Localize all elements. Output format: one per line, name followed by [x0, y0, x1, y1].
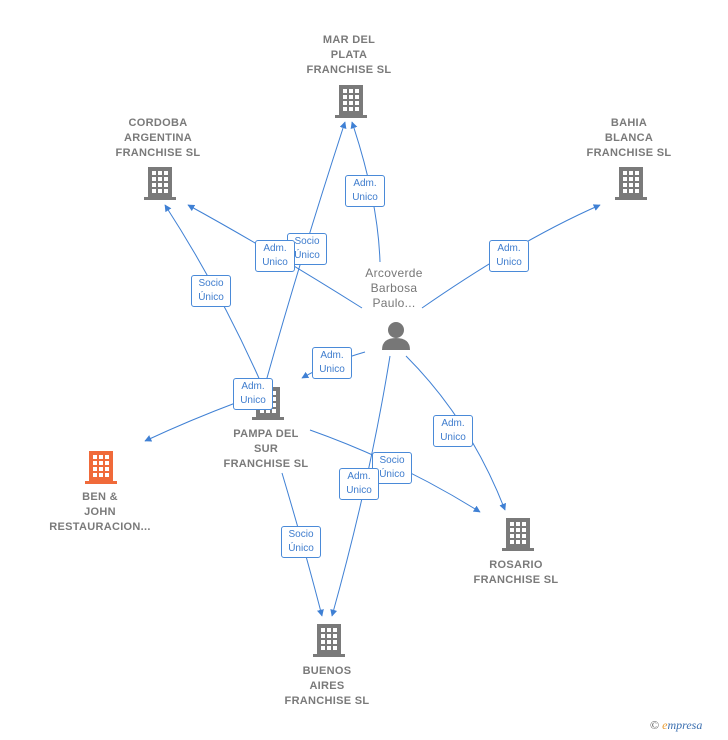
edge-label[interactable]: Adm. Unico	[489, 240, 529, 272]
brand-rest: mpresa	[667, 718, 703, 732]
node-ben-john[interactable]: BEN & JOHN RESTAURACION...	[40, 490, 160, 535]
node-label: PAMPA DEL SUR FRANCHISE SL	[223, 428, 309, 470]
node-arcoverde[interactable]: Arcoverde Barbosa Paulo...	[344, 266, 444, 311]
building-icon-bahia-blanca	[615, 167, 647, 200]
building-icon-buenos-aires	[313, 624, 345, 657]
brand-logo: empresa	[662, 718, 702, 732]
person-icon	[382, 322, 410, 350]
edge-label[interactable]: Adm. Unico	[312, 347, 352, 379]
edge-label[interactable]: Adm. Unico	[233, 378, 273, 410]
copyright-symbol: ©	[650, 718, 660, 732]
node-rosario[interactable]: ROSARIO FRANCHISE SL	[461, 558, 571, 588]
node-label: MAR DEL PLATA FRANCHISE SL	[306, 34, 392, 76]
node-label: BEN & JOHN RESTAURACION...	[49, 491, 151, 533]
node-label: BUENOS AIRES FRANCHISE SL	[284, 665, 370, 707]
node-label: Arcoverde Barbosa Paulo...	[365, 266, 423, 310]
node-mar-del-plata[interactable]: MAR DEL PLATA FRANCHISE SL	[294, 33, 404, 78]
edge-label[interactable]: Adm. Unico	[339, 468, 379, 500]
node-label: ROSARIO FRANCHISE SL	[473, 559, 559, 586]
building-icon-rosario	[502, 518, 534, 551]
node-label: BAHIA BLANCA FRANCHISE SL	[586, 117, 672, 159]
node-label: CORDOBA ARGENTINA FRANCHISE SL	[115, 117, 201, 159]
edge-label[interactable]: Adm. Unico	[345, 175, 385, 207]
node-cordoba[interactable]: CORDOBA ARGENTINA FRANCHISE SL	[103, 116, 213, 161]
edge-label[interactable]: Adm. Unico	[433, 415, 473, 447]
brand-initial: e	[662, 718, 668, 732]
edge-label[interactable]: Adm. Unico	[255, 240, 295, 272]
building-icon-ben-john	[85, 451, 117, 484]
edge-label[interactable]: Socio Único	[191, 275, 231, 307]
building-icon-cordoba	[144, 167, 176, 200]
node-buenos-aires[interactable]: BUENOS AIRES FRANCHISE SL	[272, 664, 382, 709]
footer-brand: © empresa	[650, 718, 702, 733]
node-bahia-blanca[interactable]: BAHIA BLANCA FRANCHISE SL	[574, 116, 684, 161]
edge-label[interactable]: Socio Único	[281, 526, 321, 558]
building-icon-mar-del-plata	[335, 85, 367, 118]
edge-pampa-ben-john	[144, 401, 239, 442]
node-pampa-del-sur[interactable]: PAMPA DEL SUR FRANCHISE SL	[211, 427, 321, 472]
